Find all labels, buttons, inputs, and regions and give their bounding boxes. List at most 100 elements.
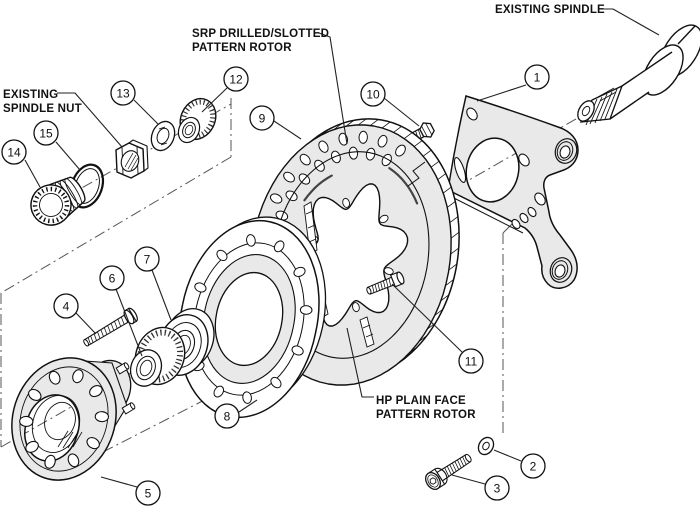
hub-stud-hole — [25, 440, 39, 453]
rotor-slot — [303, 174, 333, 202]
callout-leader — [133, 99, 159, 125]
rotor-tab-hole — [342, 197, 350, 208]
callout-bubble — [99, 265, 125, 291]
label-text: EXISTING — [3, 89, 58, 101]
rotor-vane-tick — [393, 126, 402, 133]
hub-stud-hole — [67, 453, 80, 468]
hub-stud-hole — [48, 370, 61, 385]
rotor-drill-hole — [377, 134, 388, 148]
callout-3: 3 — [451, 474, 510, 501]
label-text: SRP DRILLED/SLOTTED — [192, 28, 329, 40]
rotor-vane-tick — [445, 279, 454, 286]
callout-leader — [201, 87, 228, 113]
wheel-stud — [83, 307, 138, 347]
rotor-drill-hole — [318, 140, 329, 153]
rotor-drill-hole — [269, 193, 283, 204]
callout-number: 2 — [530, 459, 537, 473]
label-leader — [598, 8, 660, 36]
callout-number: 4 — [63, 299, 70, 313]
callout-12: 12 — [201, 66, 249, 113]
caliper-mounting-bracket — [445, 95, 579, 289]
callout-number: 6 — [109, 271, 116, 285]
callout-7: 7 — [134, 246, 172, 321]
bearing-rollers — [136, 329, 184, 383]
callout-bubble — [223, 66, 249, 92]
rotor-adapter — [178, 216, 327, 419]
callout-number: 13 — [116, 86, 130, 100]
adapter-bolt-hole — [293, 266, 306, 277]
hub-bore-threads — [57, 430, 83, 449]
rotor-vane-tick — [448, 263, 458, 271]
rotor-split-line — [407, 161, 426, 187]
callout-13: 13 — [110, 80, 159, 125]
callout-leader — [55, 141, 81, 171]
rotor-vane-tick — [333, 123, 343, 130]
callout-leader — [451, 474, 486, 485]
label-leader — [318, 32, 348, 145]
callout-leader — [476, 84, 527, 102]
callout-number: 14 — [7, 145, 21, 159]
rotor-vane-tick — [399, 356, 408, 363]
rotor-drill-hole — [283, 171, 295, 183]
callout-number: 3 — [494, 481, 501, 495]
rotor-vane-tick — [450, 247, 459, 255]
label-text: PATTERN ROTOR — [376, 409, 476, 421]
callout-10: 10 — [360, 81, 420, 127]
callout-leader — [100, 476, 138, 488]
spindle-keyway — [597, 87, 615, 98]
adapter-bolt-hole — [270, 376, 282, 389]
callout-bubble — [249, 105, 275, 131]
callout-bubble — [484, 475, 510, 501]
rotor-vane-tick — [430, 160, 440, 168]
callout-4: 4 — [53, 293, 97, 335]
label-hp-rotor: HP PLAIN FACE PATTERN ROTOR — [346, 327, 476, 421]
callout-bubble — [134, 246, 160, 272]
callout-leader — [493, 449, 522, 462]
rotor-vane-tick — [418, 335, 428, 342]
axis-phantom — [0, 156, 232, 294]
callout-leader — [391, 283, 463, 353]
label-text: HP PLAIN FACE — [376, 395, 466, 407]
rotor-tab-hole — [383, 267, 394, 275]
label-existing-spindle: EXISTING SPINDLE — [495, 4, 660, 36]
hub-stud-hole — [72, 369, 84, 384]
rotor-vane-tick — [345, 119, 355, 127]
callout-leader — [75, 312, 97, 335]
rotor-drill-hole — [365, 147, 376, 161]
rotor-vane-tick — [443, 186, 452, 194]
hub-stud-hole — [28, 388, 42, 401]
rotor-drill-hole — [395, 144, 406, 157]
callout-2: 2 — [493, 449, 546, 479]
rotor-vane-tick — [422, 149, 432, 157]
callout-bubble — [33, 120, 59, 146]
hub-stud-hole — [94, 411, 109, 423]
label-leader — [346, 327, 374, 398]
caliper-bolt — [425, 453, 472, 490]
callout-bubble — [524, 64, 550, 90]
rotor-drill-hole — [358, 130, 368, 144]
bolt-hex-socket — [429, 477, 437, 485]
rotor-vane-tick — [427, 322, 436, 330]
label-text: EXISTING SPINDLE — [495, 4, 605, 16]
hub-stud-hole — [89, 385, 103, 398]
callout-8: 8 — [214, 399, 258, 429]
callout-number: 1 — [534, 70, 541, 84]
rotor-vane-tick — [450, 231, 460, 239]
bracket-edge-thickness — [445, 193, 524, 234]
callout-number: 5 — [145, 486, 152, 500]
callout-bubble — [135, 480, 161, 506]
adapter-bolt-hole — [273, 240, 285, 253]
callout-number: 8 — [224, 409, 231, 423]
adapter-bolt-hole — [216, 249, 228, 262]
rotor-vane-tick — [447, 201, 456, 208]
adapter-bolt-hole — [242, 391, 252, 404]
rotor-vane-tick — [381, 121, 391, 129]
callout-bubble — [214, 403, 240, 429]
existing-spindle-part — [577, 24, 700, 126]
callout-bubble — [53, 293, 79, 319]
hub-stud-hole — [19, 415, 34, 427]
adapter-register-ring — [202, 254, 296, 384]
